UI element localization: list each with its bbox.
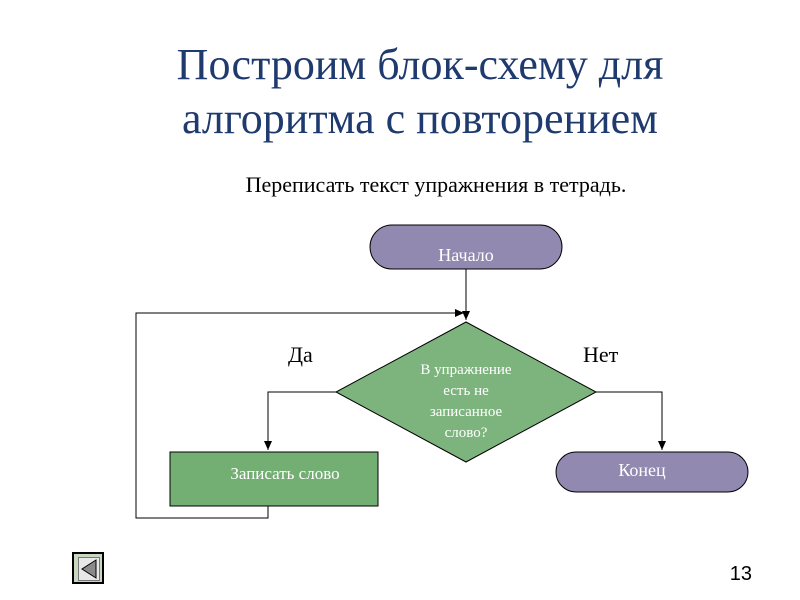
title-line-1: Построим блок-схему для [176,40,664,89]
decision-text: В упражнение есть не записанное слово? [396,360,536,444]
page-number: 13 [729,563,752,585]
start-label: Начало [438,245,494,265]
decision-line-4: слово? [444,425,488,441]
slide-subtitle: Переписать текст упражнения в тетрадь. [245,172,627,197]
end-terminal [555,451,749,493]
yes-label: Да [288,342,313,367]
no-label: Нет [583,342,619,367]
back-arrow-icon [81,559,97,579]
back-nav-button[interactable] [72,552,104,584]
process-label: Записать слово [230,464,340,483]
slide-title: Построим блок-схему для алгоритма с повт… [100,38,740,146]
loop-back-arrow [135,309,464,519]
decision-line-3: записанное [429,404,503,420]
decision-diamond [334,321,598,463]
yes-branch-arrow [264,391,336,450]
decision-line-1: В упражнение [420,362,512,378]
decision-line-2: есть не [443,383,489,399]
process-box [169,451,379,507]
end-label: Конец [618,460,666,480]
title-line-2: алгоритма с повторением [181,94,659,143]
no-branch-arrow [596,391,666,450]
